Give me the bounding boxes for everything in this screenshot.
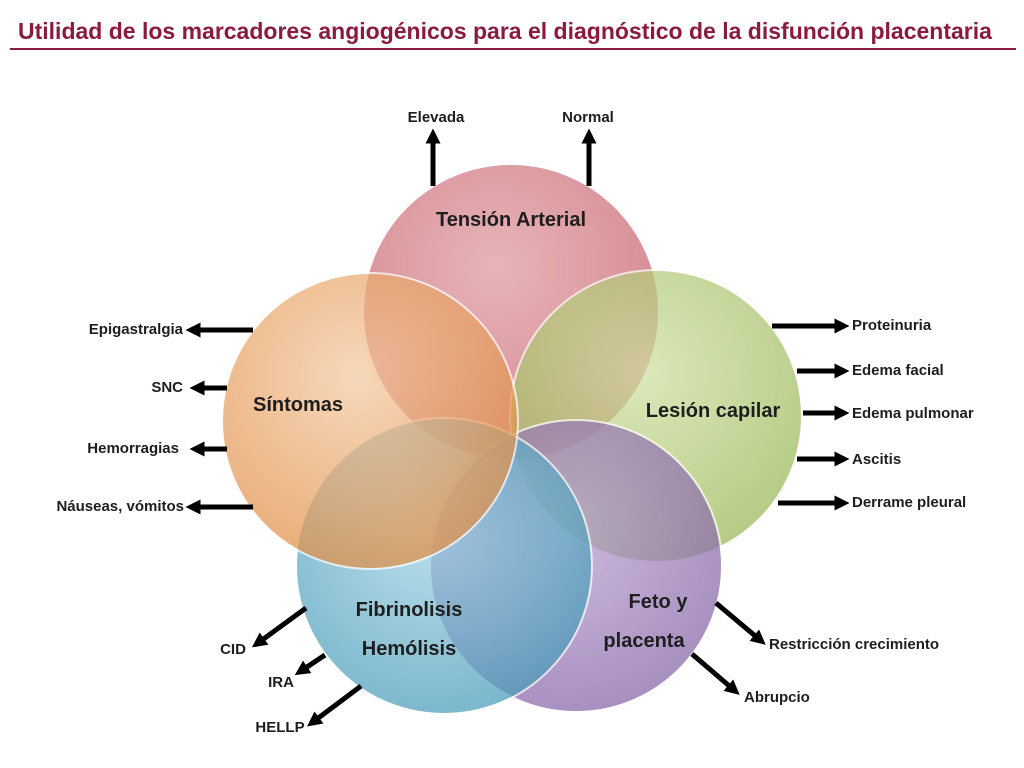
placenta-label: placenta bbox=[603, 630, 685, 652]
label-ira: IRA bbox=[268, 674, 294, 691]
title-underline bbox=[10, 48, 1016, 50]
sintomas-label: Síntomas bbox=[253, 394, 343, 416]
arrow-restriccion bbox=[714, 601, 766, 645]
page-title: Utilidad de los marcadores angiogénicos … bbox=[18, 18, 992, 44]
label-hellp: HELLP bbox=[255, 719, 304, 736]
label-derrame-pleural: Derrame pleural bbox=[852, 494, 966, 511]
arrow-cid bbox=[251, 605, 308, 648]
arrow-abrupcio bbox=[690, 652, 740, 695]
label-proteinuria: Proteinuria bbox=[852, 317, 932, 334]
label-hemorragias: Hemorragias bbox=[87, 440, 179, 457]
label-edema-facial: Edema facial bbox=[852, 362, 944, 379]
fibrinolisis-label: Fibrinolisis bbox=[356, 599, 463, 621]
circle-sintomas bbox=[221, 272, 519, 570]
label-normal: Normal bbox=[562, 109, 614, 126]
label-nauseas: Náuseas, vómitos bbox=[56, 498, 184, 515]
hemolisis-label: Hemólisis bbox=[362, 638, 456, 660]
feto-label: Feto y bbox=[629, 591, 689, 613]
arrow-hellp bbox=[307, 684, 363, 727]
label-elevada: Elevada bbox=[408, 109, 465, 126]
label-abrupcio: Abrupcio bbox=[744, 689, 810, 706]
label-epigastralgia: Epigastralgia bbox=[89, 321, 184, 338]
label-cid: CID bbox=[220, 641, 246, 658]
label-snc: SNC bbox=[151, 379, 183, 396]
tension-arterial-label: Tensión Arterial bbox=[436, 209, 586, 231]
label-ascitis: Ascitis bbox=[852, 451, 901, 468]
label-edema-pulmonar: Edema pulmonar bbox=[852, 405, 974, 422]
label-restriccion: Restricción crecimiento bbox=[769, 636, 939, 653]
lesion-capilar-label: Lesión capilar bbox=[646, 400, 781, 422]
arrow-ira bbox=[294, 652, 327, 676]
